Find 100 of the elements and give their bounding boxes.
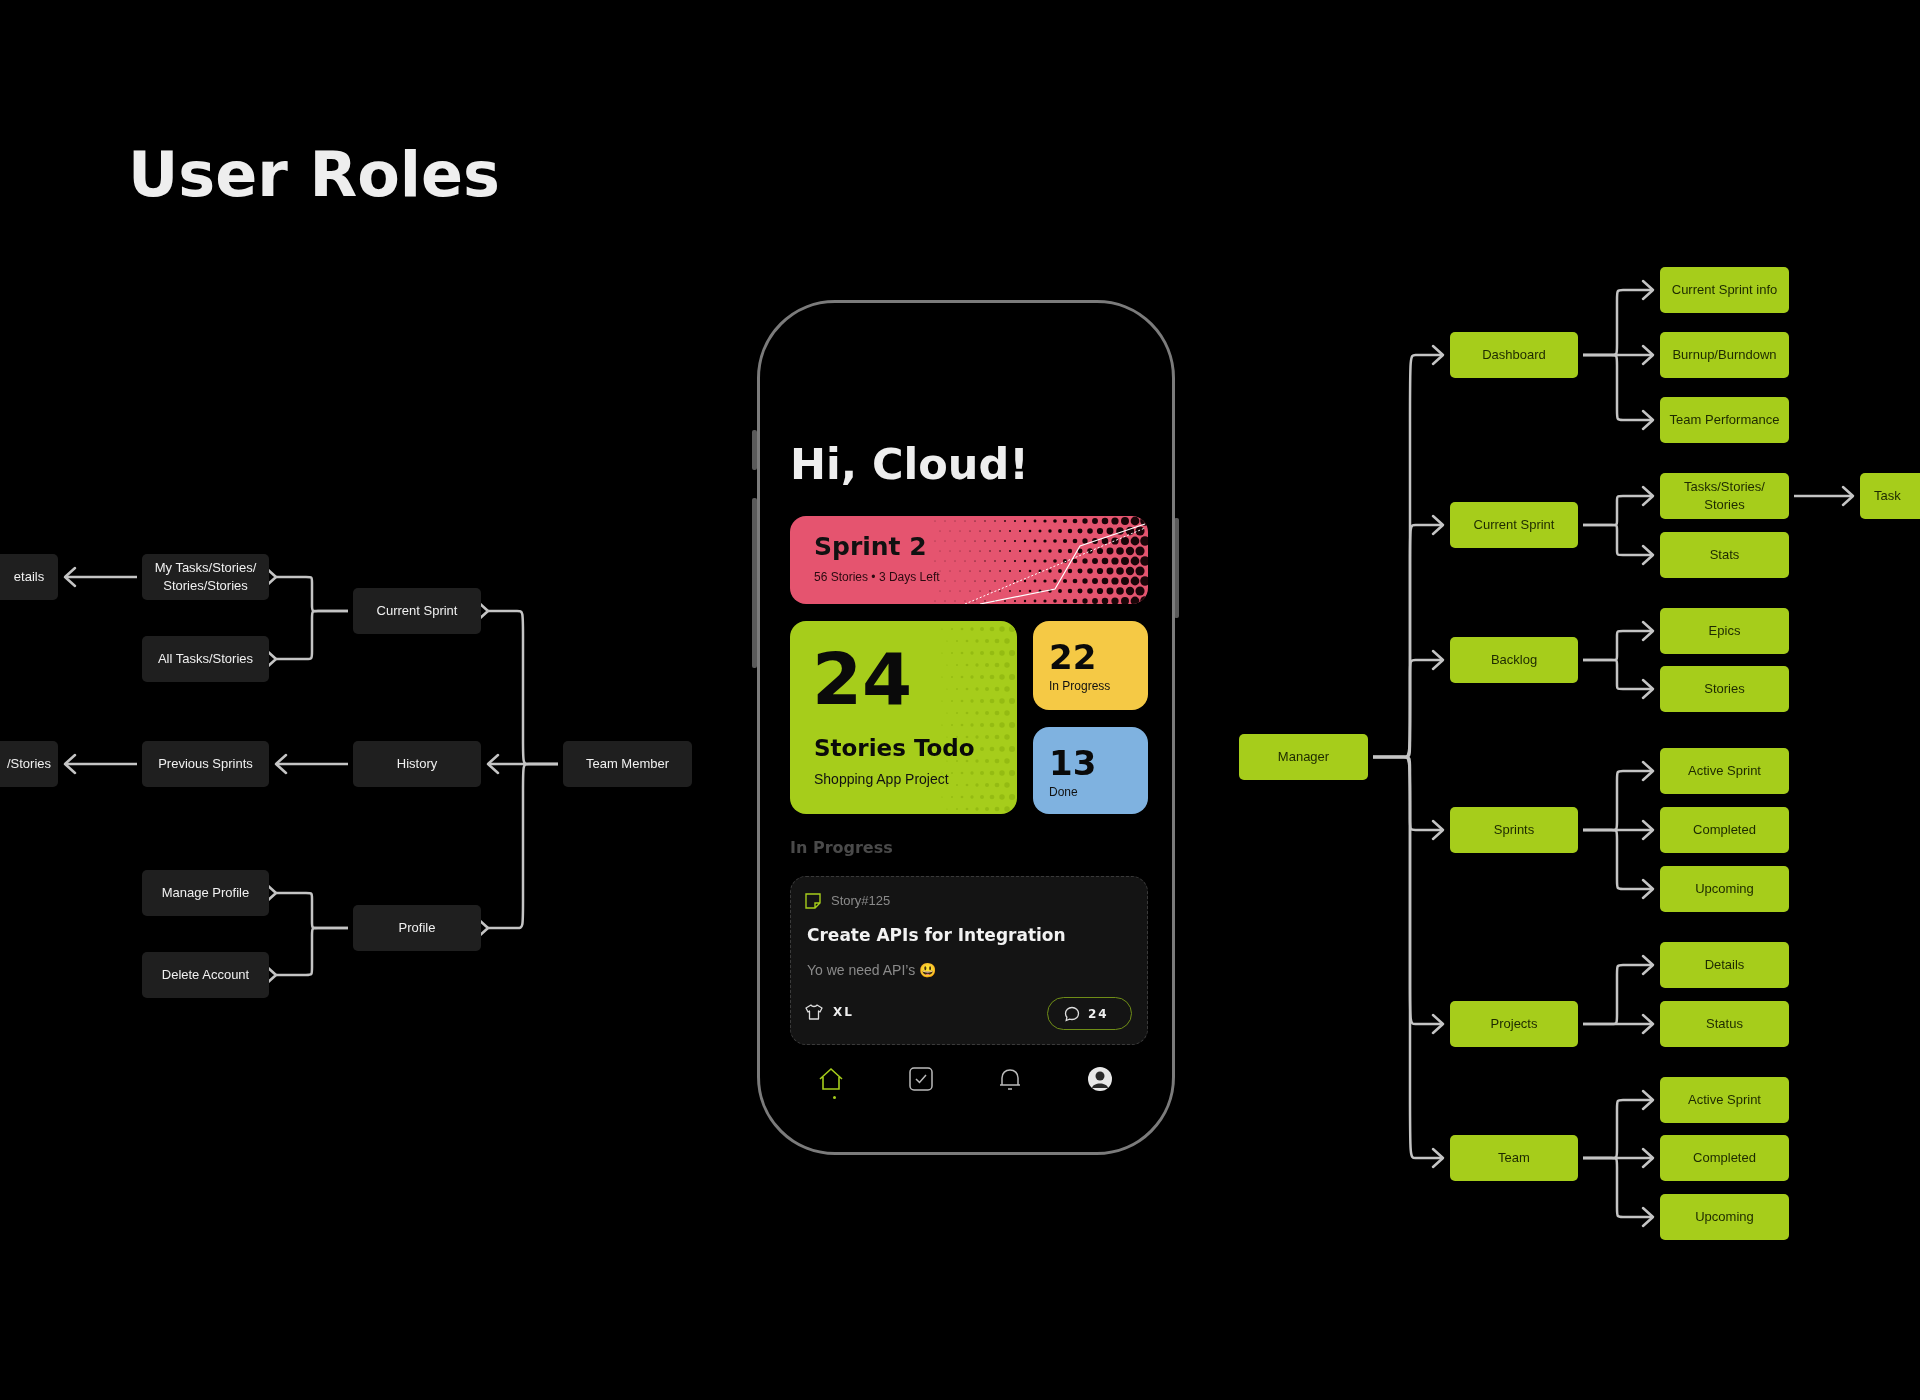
arrow [63,753,137,775]
menu-box [1660,807,1789,853]
menu-box [1660,1001,1789,1047]
node-label: Dashboard [1482,346,1546,364]
arrow [274,753,348,775]
node-label: Active Sprint [1688,762,1761,780]
menu-box [142,554,269,600]
node-label: Epics [1708,622,1741,640]
stat-number: 24 [812,637,913,721]
node-label: Profile [398,919,436,937]
menu-box [353,905,481,951]
node-label: My Tasks/Stories/ Stories/Stories [153,559,258,595]
menu-box [142,636,269,682]
menu-box [0,554,58,600]
node-label: Projects [1490,1015,1538,1033]
arrow [1581,658,1655,700]
arrow [1581,353,1655,431]
phone-frame [757,300,1175,1155]
arrow [1371,755,1445,1169]
arrow [1583,1013,1655,1035]
menu-box [1660,332,1789,378]
greeting-heading: Hi, Cloud! [790,439,1029,489]
menu-box [1660,532,1789,578]
node-label: Previous Sprints [158,755,253,773]
node-label: Upcoming [1695,1208,1754,1226]
menu-box [1860,473,1920,519]
menu-box [1660,267,1789,313]
sprint-card [790,516,1148,604]
node-label: Tasks/Stories/ Stories [1683,478,1766,514]
section-heading: In Progress [790,838,893,857]
node-label: Current Sprint [1473,516,1555,534]
node-label: Active Sprint [1688,1091,1761,1109]
card-subtitle: Shopping App Project [814,771,949,787]
node-label: Stats [1709,546,1740,564]
menu-box [1239,734,1368,780]
node-label: Details [1704,956,1745,974]
node-label: Team [1498,1149,1530,1167]
node-label: Completed [1693,821,1756,839]
menu-box [1660,473,1789,519]
menu-box [142,870,269,916]
size-label: XL [833,1005,854,1019]
arrow [63,566,137,588]
node-label: Stories [1704,680,1745,698]
stat-card [790,621,1017,814]
card-subtitle: 56 Stories • 3 Days Left [814,570,940,584]
story-description: Yo we need API’s 😃 [807,962,937,978]
story-card [790,876,1148,1045]
node-label: Team Member [585,755,670,773]
menu-box [563,741,692,787]
arrow [1581,1156,1655,1228]
menu-box [1660,397,1789,443]
menu-box [1660,608,1789,654]
arrow [1794,485,1855,507]
menu-box [1660,1077,1789,1123]
menu-box [353,588,481,634]
page-title: User Roles [128,138,500,211]
node-label: Status [1706,1015,1743,1033]
menu-box [1660,666,1789,712]
stat-card [1033,727,1148,814]
node-label: Task [1874,487,1901,505]
menu-box [142,952,269,998]
stat-number: 13 [1049,743,1097,783]
node-label: Sprints [1493,821,1535,839]
node-label: Team Performance [1669,411,1780,429]
node-label: Backlog [1490,651,1538,669]
node-label: History [396,755,438,773]
node-label: Manage Profile [161,884,250,902]
menu-box [1660,748,1789,794]
node-label: etails [13,568,45,586]
menu-box [1450,1001,1578,1047]
story-title: Create APIs for Integration [807,925,1066,945]
menu-box [1450,637,1578,683]
stat-card [1033,621,1148,710]
node-label: Delete Account [161,966,250,984]
node-label: Burnup/Burndown [1672,346,1777,364]
menu-box [353,741,481,787]
node-label: Upcoming [1695,880,1754,898]
stat-number: 22 [1049,637,1097,677]
menu-box [1450,1135,1578,1181]
node-label: Current Sprint info [1671,281,1778,299]
arrow [1581,828,1655,900]
node-label: Current Sprint [376,602,458,620]
card-title: Sprint 2 [814,532,927,561]
stat-label: Done [1049,785,1078,799]
menu-box [1660,942,1789,988]
node-label: Manager [1277,748,1330,766]
card-title: Stories Todo [814,735,975,761]
story-id: Story#125 [831,893,891,908]
node-label: All Tasks/Stories [157,650,254,668]
menu-box [1660,866,1789,912]
menu-box [1660,1194,1789,1240]
menu-box [142,741,269,787]
node-label: /Stories [6,755,52,773]
arrow [1581,523,1655,566]
menu-box [0,741,58,787]
menu-box [1450,807,1578,853]
menu-box [1660,1135,1789,1181]
node-label: Completed [1693,1149,1756,1167]
menu-box [1450,502,1578,548]
stat-label: In Progress [1049,679,1111,693]
